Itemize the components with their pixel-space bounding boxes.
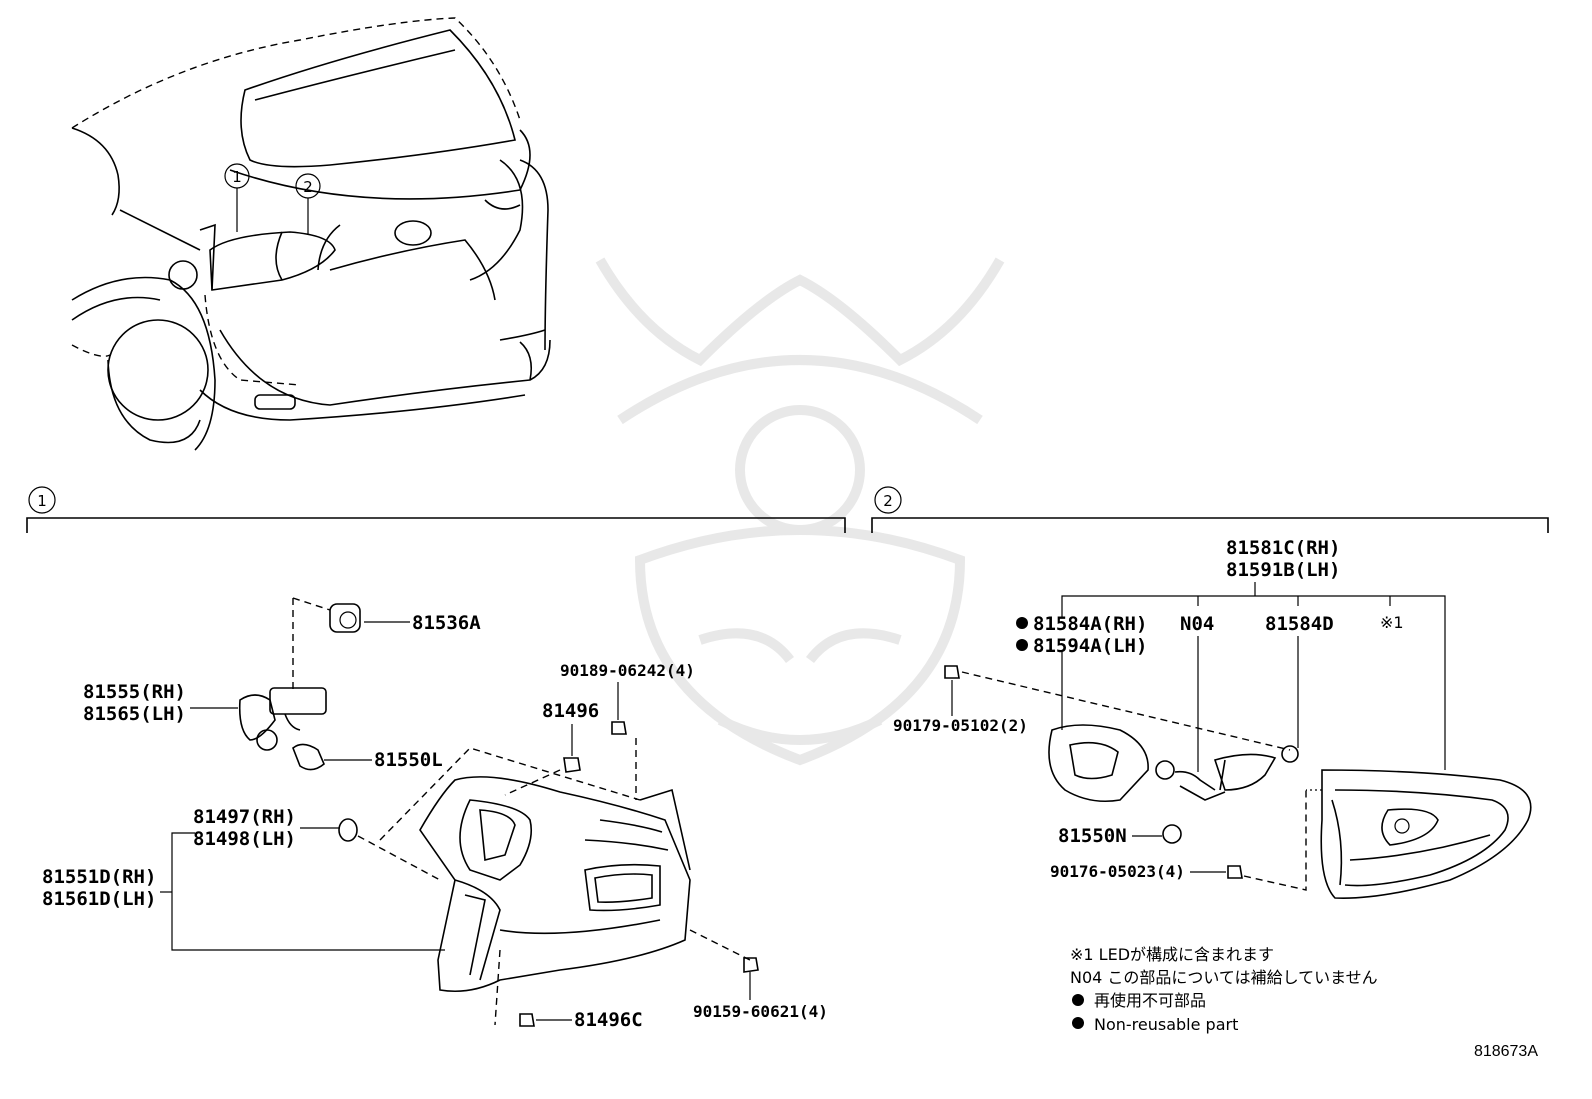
non-reusable-dot-icon bbox=[1072, 1017, 1084, 1029]
diagram-reference-number: 818673A bbox=[1474, 1043, 1538, 1060]
label-81550n: 81550N bbox=[1058, 825, 1127, 847]
label-81498: 81498(LH) bbox=[193, 828, 296, 850]
label-90179-05102: 90179-05102(2) bbox=[893, 716, 1028, 735]
gasket-81584a-drawing bbox=[1048, 724, 1149, 803]
gasket-81497-drawing bbox=[338, 818, 358, 842]
watermark-emblem bbox=[595, 257, 1005, 766]
rear-combination-lamp-outer-drawing bbox=[379, 747, 691, 1026]
callout-2-marker bbox=[295, 173, 321, 199]
bulb-81550n-drawing bbox=[1162, 824, 1182, 844]
rear-lamp-inner-drawing bbox=[1306, 769, 1532, 899]
section-2-number: 2 bbox=[883, 492, 893, 510]
legend: ※1 LEDが構成に含まれます N04 この部品については補給していません 再使… bbox=[1070, 945, 1378, 1034]
vehicle-overview: 1 2 bbox=[71, 17, 551, 451]
legend-non-reusable-en: Non-reusable part bbox=[1094, 1015, 1238, 1034]
callout-1-number: 1 bbox=[232, 168, 242, 186]
label-81496: 81496 bbox=[542, 700, 599, 722]
callout-1-marker bbox=[224, 163, 250, 189]
clip-81496c-drawing bbox=[519, 1013, 535, 1027]
label-81584a: 81584A(RH) bbox=[1033, 613, 1147, 635]
label-81555: 81555(RH) bbox=[83, 681, 186, 703]
label-81551d: 81551D(RH) bbox=[42, 866, 156, 888]
section-2-bracket bbox=[871, 517, 1549, 533]
label-81594a: 81594A(LH) bbox=[1033, 635, 1147, 657]
non-reusable-dot-icon bbox=[1072, 994, 1084, 1006]
clip-81496-drawing bbox=[563, 757, 581, 773]
gasket-81584d-drawing bbox=[1281, 745, 1299, 763]
label-81536a: 81536A bbox=[412, 612, 481, 634]
section-1: 1 81536A 81555(RH) 81565(LH) 81550L 901 bbox=[26, 486, 846, 1031]
label-81550l: 81550L bbox=[374, 749, 443, 771]
legend-non-reusable-jp: 再使用不可部品 bbox=[1094, 991, 1206, 1010]
screw-90159-drawing bbox=[743, 957, 759, 973]
non-reusable-dot-icon bbox=[1016, 639, 1028, 651]
screw-90189-drawing bbox=[611, 721, 627, 735]
section-1-marker bbox=[28, 486, 56, 514]
section-1-bracket bbox=[26, 517, 846, 533]
non-reusable-dot-icon bbox=[1016, 617, 1028, 629]
label-note-1: ※1 bbox=[1380, 613, 1404, 632]
label-81496c: 81496C bbox=[574, 1009, 643, 1031]
harness-81555-drawing bbox=[238, 597, 331, 751]
label-81561d: 81561D(LH) bbox=[42, 888, 156, 910]
legend-note-1: ※1 LEDが構成に含まれます bbox=[1070, 945, 1274, 964]
screw-90179-drawing bbox=[944, 665, 960, 679]
callout-2-number: 2 bbox=[303, 178, 313, 196]
bulb-81550l-drawing bbox=[292, 743, 372, 771]
section-2-marker bbox=[874, 486, 902, 514]
screw-90176-drawing bbox=[1227, 865, 1243, 879]
label-81581c: 81581C(RH) bbox=[1226, 537, 1340, 559]
section-2: 2 81581C(RH) 81591B(LH) 81584A(RH) 81594… bbox=[871, 486, 1549, 899]
label-81565: 81565(LH) bbox=[83, 703, 186, 725]
label-n04: N04 bbox=[1180, 613, 1214, 635]
label-81591b: 81591B(LH) bbox=[1226, 559, 1340, 581]
label-90159-60621: 90159-60621(4) bbox=[693, 1002, 828, 1021]
label-90176-05023: 90176-05023(4) bbox=[1050, 862, 1185, 881]
label-81584d: 81584D bbox=[1265, 613, 1334, 635]
harness-n04-drawing bbox=[1155, 753, 1277, 801]
legend-note-n04: N04 この部品については補給していません bbox=[1070, 968, 1378, 987]
label-90189-06242: 90189-06242(4) bbox=[560, 661, 695, 680]
label-81497: 81497(RH) bbox=[193, 806, 296, 828]
section-1-number: 1 bbox=[37, 492, 47, 510]
socket-81536a-drawing bbox=[329, 603, 410, 633]
